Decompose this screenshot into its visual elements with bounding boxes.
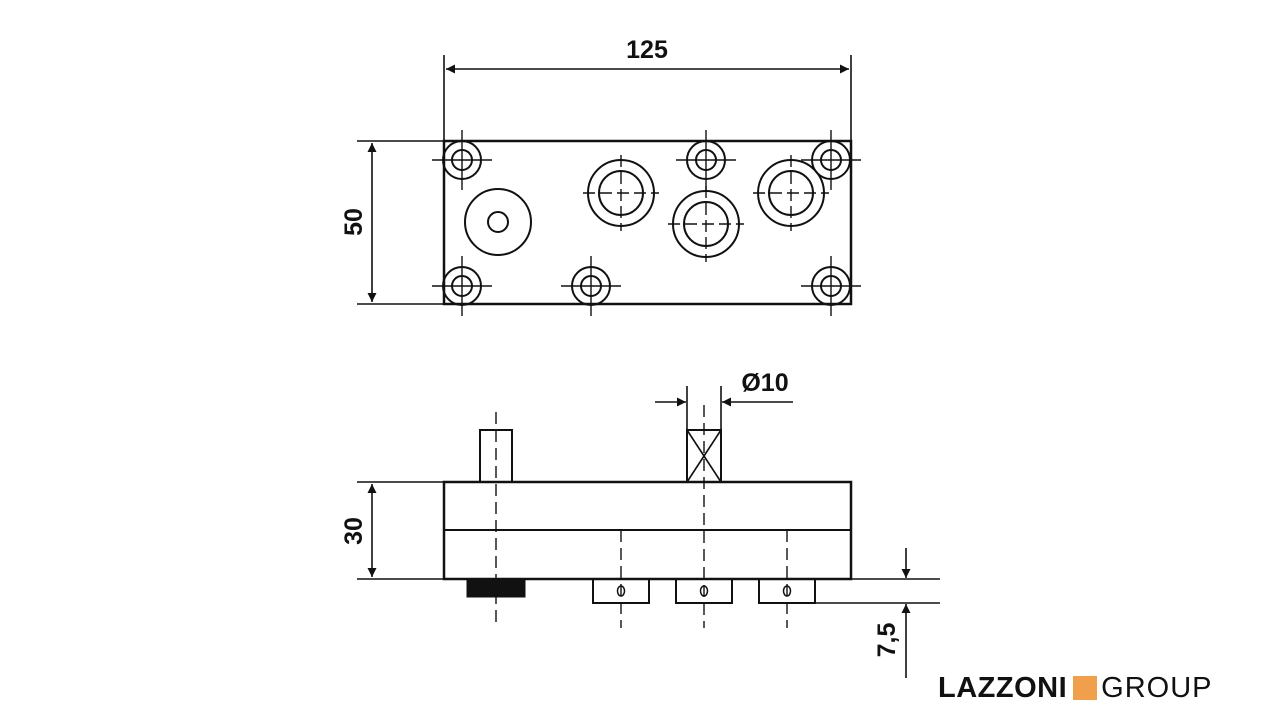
o-ring-slot (758, 578, 816, 604)
port-hole (668, 186, 744, 262)
mounting-hole (676, 130, 736, 190)
o-ring-mark (616, 585, 626, 597)
port-hole (583, 155, 659, 231)
mounting-hole (561, 256, 621, 316)
mounting-hole (432, 130, 492, 190)
top-view (357, 55, 861, 316)
top-view-outline (442, 139, 853, 306)
offset-dimension-label: 7,5 (873, 623, 901, 658)
mounting-hole (801, 256, 861, 316)
o-ring-slot (592, 578, 650, 604)
width-dimension-label: 125 (626, 36, 668, 64)
side-view (357, 386, 940, 678)
height-dimension-label: 50 (340, 208, 368, 236)
o-ring-mark (782, 585, 792, 597)
logo-word-primary: LAZZONI (938, 671, 1068, 704)
o-ring-slot (675, 578, 733, 604)
diameter-dimension-label: Ø10 (741, 369, 788, 397)
company-logo: LAZZONI GROUP (938, 670, 1213, 706)
mounting-hole (432, 256, 492, 316)
o-ring-mark (699, 585, 709, 597)
seal-block (466, 578, 526, 598)
mounting-hole (801, 130, 861, 190)
port-hole (753, 155, 829, 231)
side-height-dimension-label: 30 (340, 517, 368, 545)
logo-word-secondary: GROUP (1101, 671, 1213, 704)
stem-cross-b (686, 429, 722, 483)
port-hole (464, 188, 532, 256)
logo-square-icon (1073, 676, 1098, 700)
